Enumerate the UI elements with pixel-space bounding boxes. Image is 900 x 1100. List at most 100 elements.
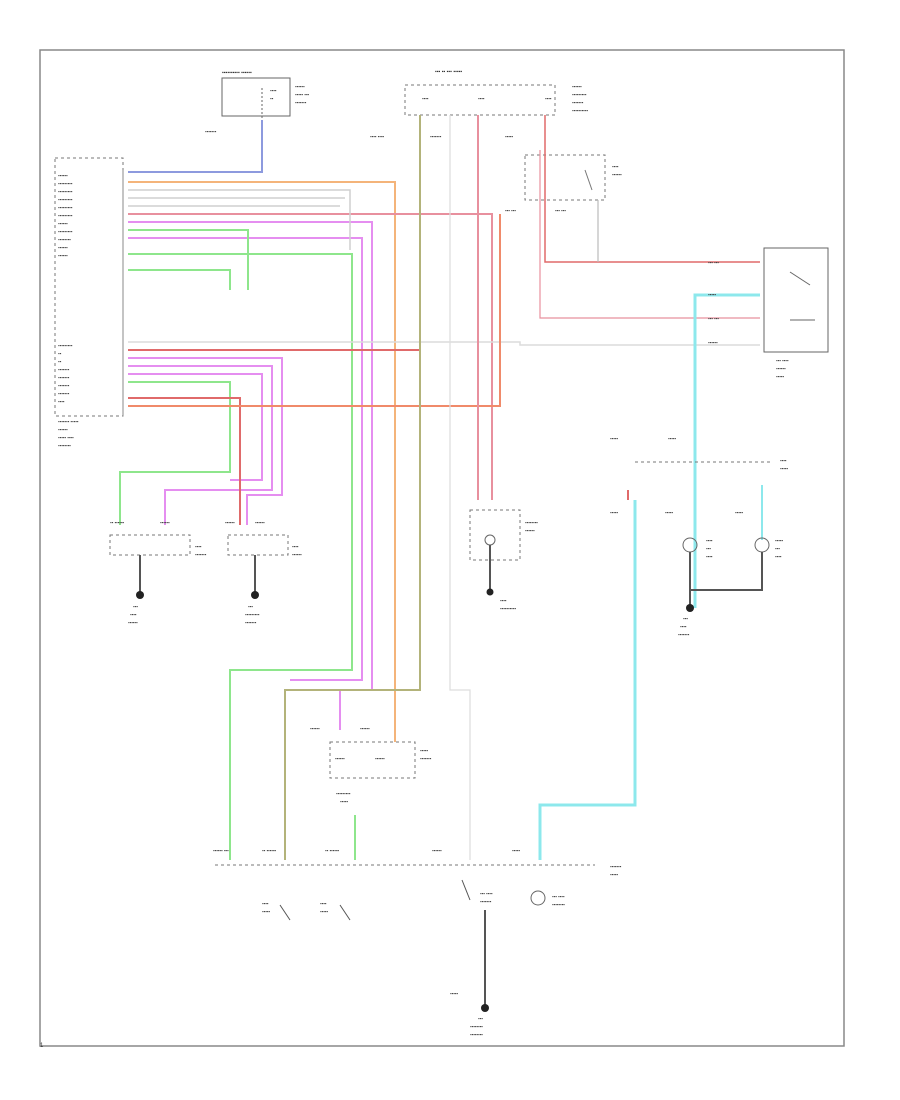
wire-green-2 (128, 253, 353, 860)
ground-icon (686, 604, 694, 612)
svg-text:▪▪▪: ▪▪▪ (248, 604, 253, 609)
svg-text:▪▪▪▪▪▪▪▪: ▪▪▪▪▪▪▪▪ (552, 902, 565, 907)
fog-lamp-circuit: ▪▪▪▪▪ ▪▪▪▪ ▪▪▪▪▪ ▪▪▪▪ ▪▪▪ ▪▪▪▪ ▪▪▪▪▪ ▪▪▪… (635, 436, 788, 637)
wire-cyan-bottom (538, 500, 637, 860)
svg-text:▪▪▪▪▪▪: ▪▪▪▪▪▪ (58, 221, 68, 226)
svg-text:▪▪▪▪▪▪: ▪▪▪▪▪▪ (375, 756, 385, 761)
svg-text:▪▪▪: ▪▪▪ (478, 1016, 483, 1021)
left-headlamp: ▪▪▪▪ ▪▪▪▪▪▪▪ ▪▪▪ ▪▪▪▪ ▪▪▪▪▪▪ (109, 534, 207, 625)
wire-green-1 (128, 229, 249, 290)
diagram-frame (39, 49, 845, 1047)
central-timer-module: ▪▪▪▪▪▪ ▪▪▪▪▪▪▪▪▪ ▪▪▪▪▪▪▪▪▪ ▪▪▪▪▪▪▪▪▪ ▪▪▪… (54, 157, 124, 448)
svg-text:▪▪▪: ▪▪▪ (683, 616, 688, 621)
svg-text:▪▪▪▪▪▪▪▪▪: ▪▪▪▪▪▪▪▪▪ (58, 189, 73, 194)
svg-text:▪▪: ▪▪ (58, 359, 62, 364)
svg-text:▪▪▪▪▪▪: ▪▪▪▪▪▪ (58, 245, 68, 250)
svg-text:▪▪▪▪▪▪▪▪: ▪▪▪▪▪▪▪▪ (58, 443, 71, 448)
svg-text:▪▪▪▪: ▪▪▪▪ (270, 88, 277, 93)
svg-text:▪▪▪▪▪▪▪: ▪▪▪▪▪▪▪ (572, 100, 584, 105)
svg-text:▪▪▪▪▪▪: ▪▪▪▪▪▪ (335, 756, 345, 761)
svg-text:▪▪▪▪▪: ▪▪▪▪▪ (776, 374, 784, 379)
wire-pink-long (128, 213, 493, 500)
svg-text:▪▪▪▪▪▪▪: ▪▪▪▪▪▪▪ (58, 391, 70, 396)
svg-text:▪▪▪▪▪▪▪: ▪▪▪▪▪▪▪ (610, 864, 622, 869)
svg-text:▪▪▪▪▪▪: ▪▪▪▪▪▪ (128, 620, 138, 625)
svg-text:▪▪▪▪▪▪▪: ▪▪▪▪▪▪▪ (58, 383, 70, 388)
wire-red-lower-3 (128, 214, 501, 407)
wire-olive-fuse (284, 115, 421, 860)
svg-text:▪▪ ▪▪▪▪▪▪: ▪▪ ▪▪▪▪▪▪ (325, 848, 339, 853)
svg-text:▪▪▪: ▪▪▪ (133, 604, 138, 609)
svg-text:▪▪▪▪▪: ▪▪▪▪▪ (775, 538, 783, 543)
svg-text:▪▪▪: ▪▪▪ (775, 546, 780, 551)
svg-text:▪▪▪▪ ▪▪▪▪: ▪▪▪▪ ▪▪▪▪ (370, 134, 384, 139)
svg-text:▪▪▪▪: ▪▪▪▪ (706, 538, 713, 543)
relay-box (524, 154, 606, 201)
wire-magenta-lower-3 (128, 373, 263, 481)
switch-icon (279, 904, 291, 921)
svg-text:▪▪▪▪▪▪▪: ▪▪▪▪▪▪▪ (480, 899, 492, 904)
wire-orange (128, 181, 396, 742)
svg-text:▪▪▪▪▪▪▪▪▪: ▪▪▪▪▪▪▪▪▪ (58, 213, 73, 218)
svg-text:▪▪▪▪▪▪: ▪▪▪▪▪▪ (255, 520, 265, 525)
svg-text:▪▪▪▪▪▪▪ ▪▪▪▪▪: ▪▪▪▪▪▪▪ ▪▪▪▪▪ (58, 419, 79, 424)
svg-text:▪▪▪▪▪: ▪▪▪▪▪ (610, 510, 618, 515)
right-headlamp: ▪▪▪▪ ▪▪▪▪▪▪ ▪▪▪ ▪▪▪▪▪▪▪▪▪ ▪▪▪▪▪▪▪ (227, 534, 302, 625)
svg-text:▪▪▪▪▪▪▪▪: ▪▪▪▪▪▪▪▪ (525, 520, 538, 525)
svg-text:▪▪▪▪▪▪ ▪▪▪: ▪▪▪▪▪▪ ▪▪▪ (213, 848, 229, 853)
svg-text:▪▪▪▪▪▪▪▪▪: ▪▪▪▪▪▪▪▪▪ (58, 229, 73, 234)
svg-text:▪▪▪▪▪▪▪▪: ▪▪▪▪▪▪▪▪ (470, 1032, 483, 1037)
svg-text:▪▪▪▪: ▪▪▪▪ (478, 96, 485, 101)
switch-icon (461, 879, 471, 901)
fuse-box-left (221, 77, 291, 117)
svg-text:▪▪▪: ▪▪▪ (706, 546, 711, 551)
fuse-box-center (404, 84, 556, 116)
wire-green-3 (128, 269, 231, 290)
svg-text:▪▪ ▪▪▪▪▪▪: ▪▪ ▪▪▪▪▪▪ (262, 848, 276, 853)
svg-text:▪▪▪▪: ▪▪▪▪ (780, 458, 787, 463)
bulb-icon (754, 537, 770, 553)
svg-text:▪▪▪▪▪: ▪▪▪▪▪ (610, 436, 618, 441)
dimmer-box (329, 741, 416, 779)
svg-text:▪▪▪▪▪▪▪▪▪: ▪▪▪▪▪▪▪▪▪ (572, 92, 587, 97)
svg-text:▪▪▪ ▪▪▪: ▪▪▪ ▪▪▪ (555, 208, 566, 213)
right-fog-lamp: ▪▪▪▪▪ ▪▪▪ ▪▪▪▪ (754, 537, 783, 559)
svg-text:▪▪▪▪: ▪▪▪▪ (320, 901, 327, 906)
svg-text:▪▪▪▪▪: ▪▪▪▪▪ (668, 436, 676, 441)
ground-icon (486, 588, 494, 596)
svg-text:▪▪: ▪▪ (58, 351, 62, 356)
wire-magenta-lower-1 (128, 357, 283, 525)
svg-text:▪▪▪▪: ▪▪▪▪ (500, 598, 507, 603)
svg-text:▪▪▪▪▪▪: ▪▪▪▪▪▪ (292, 552, 302, 557)
wire-dark-fog-2 (690, 552, 763, 591)
svg-text:▪▪▪▪▪▪: ▪▪▪▪▪▪ (776, 366, 786, 371)
svg-text:▪▪▪▪▪▪▪▪: ▪▪▪▪▪▪▪▪ (58, 237, 71, 242)
svg-text:▪▪▪▪▪▪▪: ▪▪▪▪▪▪▪ (58, 367, 70, 372)
svg-text:▪▪▪ ▪▪▪: ▪▪▪ ▪▪▪ (708, 260, 719, 265)
wire-green-lower (119, 381, 231, 525)
svg-text:▪▪▪ ▪▪▪▪: ▪▪▪ ▪▪▪▪ (480, 891, 493, 896)
wire-red-lower-2 (128, 397, 241, 525)
svg-text:▪▪▪▪▪: ▪▪▪▪▪ (450, 991, 458, 996)
multifunction-switch: ▪▪▪▪▪▪ ▪▪▪▪▪▪ ▪▪▪▪▪ ▪▪▪▪▪▪▪ ▪▪▪▪▪▪▪▪▪ ▪▪… (215, 741, 622, 1037)
svg-text:▪▪▪▪▪▪: ▪▪▪▪▪▪ (708, 340, 718, 345)
svg-text:▪▪▪▪▪▪▪▪▪: ▪▪▪▪▪▪▪▪▪ (58, 205, 73, 210)
wire-gray-center (449, 115, 471, 860)
fog-lamp-switch: ▪▪▪ ▪▪▪▪ ▪▪▪▪▪▪ ▪▪▪▪▪ (763, 247, 829, 379)
svg-text:▪▪▪▪▪ ▪▪▪: ▪▪▪▪▪ ▪▪▪ (295, 92, 309, 97)
svg-text:▪▪▪▪▪▪: ▪▪▪▪▪▪ (310, 726, 320, 731)
ground-icon (136, 591, 144, 599)
high-beam-indicator: ▪▪▪▪▪▪▪▪ ▪▪▪▪▪▪ ▪▪▪▪ ▪▪▪▪▪▪▪▪▪▪ (469, 509, 538, 611)
svg-text:▪▪▪▪▪: ▪▪▪▪▪ (340, 799, 348, 804)
svg-text:▪▪▪▪▪: ▪▪▪▪▪ (512, 848, 520, 853)
module-box (54, 157, 124, 417)
svg-text:▪▪▪▪▪▪▪▪▪: ▪▪▪▪▪▪▪▪▪ (58, 181, 73, 186)
svg-text:▪▪▪▪▪▪: ▪▪▪▪▪▪ (525, 528, 535, 533)
wire-blue (128, 120, 263, 173)
svg-text:▪▪▪▪: ▪▪▪▪ (775, 554, 782, 559)
svg-text:▪▪▪▪▪▪▪: ▪▪▪▪▪▪▪ (295, 100, 307, 105)
svg-text:▪▪▪▪▪▪▪: ▪▪▪▪▪▪▪ (430, 134, 442, 139)
svg-text:▪▪▪▪▪: ▪▪▪▪▪ (665, 510, 673, 515)
svg-text:▪▪▪▪: ▪▪▪▪ (262, 901, 269, 906)
